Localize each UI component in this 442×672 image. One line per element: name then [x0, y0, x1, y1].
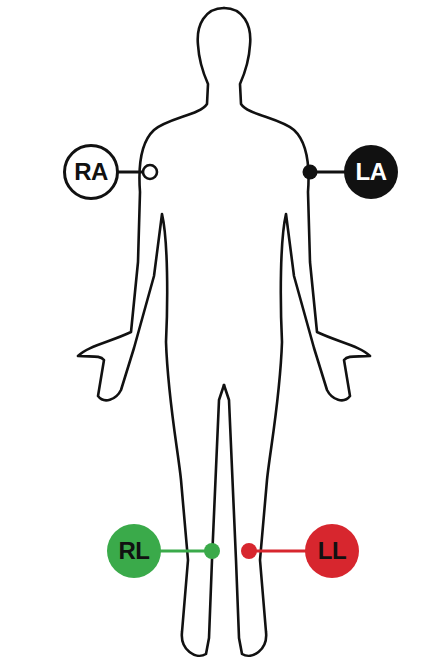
electrode-label: LA: [344, 145, 398, 199]
electrode-name: RA: [74, 160, 108, 184]
electrode-label: RL: [107, 524, 161, 578]
electrode-dot: [303, 165, 318, 180]
electrode-dot: [241, 543, 257, 559]
electrode-name: RL: [119, 539, 150, 563]
lead-wire: [249, 550, 308, 553]
electrode-name: LL: [318, 539, 346, 563]
electrode-label: RA: [63, 144, 119, 200]
electrode-leads: [116, 165, 346, 560]
body-half: [78, 8, 224, 656]
electrode-dot: [143, 165, 157, 179]
lead-wire: [158, 550, 212, 553]
body-outline: [78, 8, 370, 656]
body-half: [224, 8, 370, 656]
electrode-dot: [204, 543, 220, 559]
electrode-label: LL: [305, 524, 359, 578]
electrode-name: LA: [356, 160, 387, 184]
lead-wire: [116, 171, 143, 174]
